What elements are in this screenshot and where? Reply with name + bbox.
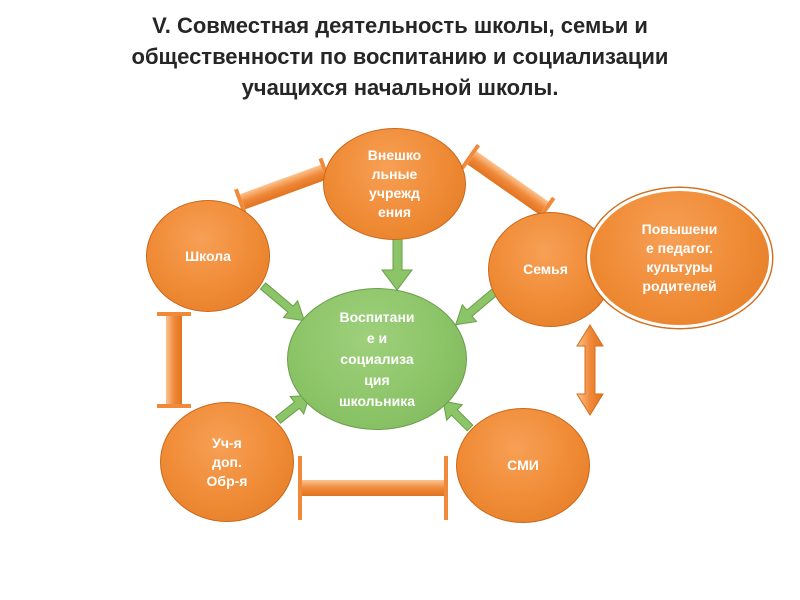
title-line-1: V. Совместная деятельность школы, семьи … [152,13,648,38]
node-center-line-4: ция [364,371,390,388]
node-center-vospitanie: Воспитани е и социализа ция школьника [287,288,467,430]
node-dop-obr-line-2: доп. [212,453,242,470]
node-center-line-3: социализа [340,350,414,367]
node-vneshkolnye-line-3: учрежд [369,185,420,201]
node-vneshkolnye-line-4: ения [377,204,412,220]
title-line-3: учащихся начальной школы. [241,75,559,100]
connector-dopobr-smi [298,456,448,520]
slide-title: V. Совместная деятельность школы, семьи … [20,10,780,103]
node-dop-obr-line-3: Обр-я [206,472,248,489]
node-center-line-2: е и [366,329,388,346]
node-vneshkolnye-line-1: Внешко [367,147,422,163]
node-center-line-5: школьника [338,392,416,409]
node-smi-label: СМИ [507,457,539,473]
node-smi: СМИ [456,408,590,523]
node-povyshenie-line-4: родителей [642,278,717,294]
arrow-smi-to-center [442,400,474,432]
title-line-2: общественности по воспитанию и социализа… [131,44,669,69]
node-povyshenie-line-3: культуры [646,259,713,275]
arrow-semya-to-center [454,286,501,326]
node-shkola-label: Школа [185,247,231,264]
double-arrow-semya-povyshenie [576,324,604,416]
node-vneshkolnye: Внешко льные учрежд ения [323,128,466,240]
node-vneshkolnye-line-2: льные [371,166,418,182]
connector-shkola-dopobr [157,312,191,408]
arrow-dopobr-to-center [274,394,311,424]
arrow-shkola-to-center [259,282,306,322]
connector-shkola-vneshkolnye [234,157,332,217]
connector-vneshkolnye-semya [460,144,556,222]
node-dop-obr: Уч-я доп. Обр-я [160,402,294,522]
node-povyshenie: Повышени е педагог. культуры родителей [587,188,772,328]
node-center-line-1: Воспитани [339,308,415,325]
node-povyshenie-line-1: Повышени [641,221,718,237]
arrow-vneshkolnye-to-center [381,235,413,291]
node-povyshenie-line-2: е педагог. [645,240,714,256]
node-dop-obr-line-1: Уч-я [212,434,242,451]
node-semya-label: Семья [523,261,568,277]
node-shkola: Школа [146,200,270,312]
